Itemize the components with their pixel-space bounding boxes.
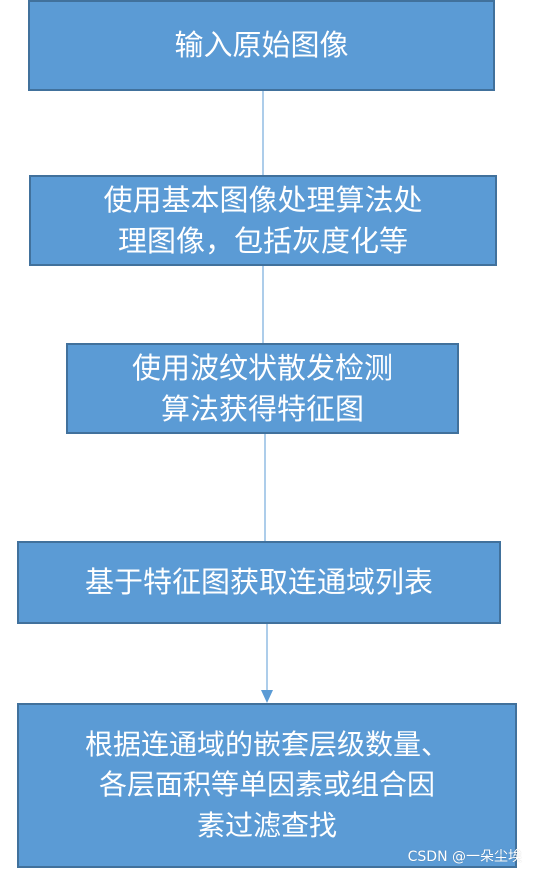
step-5-label: 根据连通域的嵌套层级数量、 各层面积等单因素或组合因 素过滤查找 xyxy=(84,727,449,842)
step-3-feature-map: 使用波纹状散发检测 算法获得特征图 xyxy=(66,343,459,434)
watermark: CSDN @一朵尘埃 xyxy=(407,849,522,865)
step-1-input-image: 输入原始图像 xyxy=(28,0,495,91)
step-5-filter-search: 根据连通域的嵌套层级数量、 各层面积等单因素或组合因 素过滤查找 xyxy=(17,703,517,868)
step-3-label: 使用波纹状散发检测 算法获得特征图 xyxy=(131,351,393,426)
step-4-label: 基于特征图获取连通域列表 xyxy=(84,565,433,600)
arrowhead-4-5 xyxy=(261,690,273,703)
step-2-label: 使用基本图像处理算法处 理图像，包括灰度化等 xyxy=(103,183,423,258)
step-4-connected-components: 基于特征图获取连通域列表 xyxy=(17,541,501,624)
step-2-basic-processing: 使用基本图像处理算法处 理图像，包括灰度化等 xyxy=(29,175,497,266)
step-1-label: 输入原始图像 xyxy=(174,28,349,63)
